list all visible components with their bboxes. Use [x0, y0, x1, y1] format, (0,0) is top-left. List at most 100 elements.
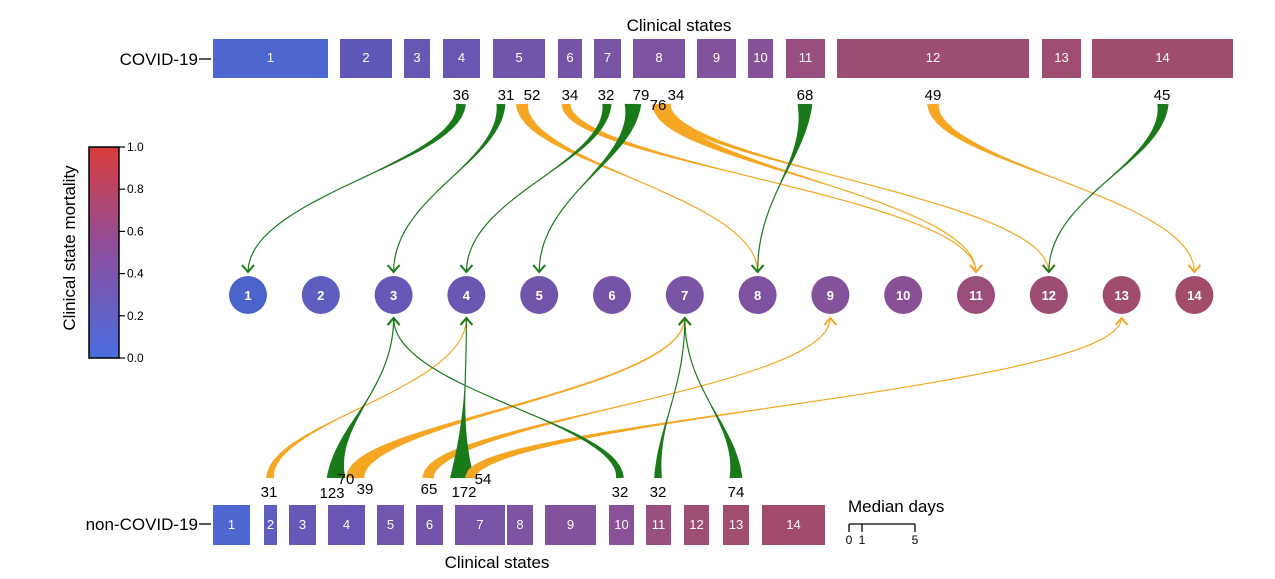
scale-title: Median days [848, 497, 944, 516]
bottom-state-label-14: 14 [786, 517, 800, 532]
bottom-transition-count: 31 [261, 484, 278, 501]
bottom-state-bar-14 [762, 505, 825, 545]
state-node-10 [884, 276, 923, 314]
legend-tick-label: 0.2 [127, 309, 144, 323]
state-node-11 [957, 276, 995, 314]
bottom-state-bar-6 [416, 505, 443, 545]
top-transition-count: 76 [650, 97, 667, 114]
bottom-state-bar-5 [377, 505, 404, 545]
top-state-label-14: 14 [1155, 50, 1169, 65]
transition-link-top-0 [247, 103, 466, 272]
state-node-14 [1175, 276, 1214, 314]
scale-label-1: 1 [859, 533, 866, 547]
transition-link-top-10 [1048, 103, 1169, 273]
state-node-1 [229, 276, 267, 314]
scale-label-5: 5 [912, 533, 919, 547]
state-node-label-4: 4 [463, 288, 471, 303]
transition-link-bottom-1 [326, 318, 395, 479]
state-node-9 [811, 276, 850, 314]
bottom-state-bar-3 [289, 505, 316, 545]
transition-links [241, 103, 1202, 479]
transition-arrowhead-top-4 [459, 264, 474, 274]
top-state-label-12: 12 [926, 50, 940, 65]
top-state-bar-3 [404, 39, 430, 78]
transition-arrowhead-top-10 [1042, 264, 1056, 274]
transition-link-bottom-9 [684, 318, 743, 479]
state-node-13 [1102, 276, 1141, 314]
bottom-transition-count: 39 [357, 481, 374, 498]
top-state-label-9: 9 [713, 50, 720, 65]
top-state-label-6: 6 [566, 50, 573, 65]
top-state-bar-6 [558, 39, 582, 78]
state-node-label-8: 8 [754, 288, 761, 303]
state-node-label-7: 7 [681, 288, 688, 303]
top-state-bar-13 [1042, 39, 1081, 78]
top-state-bar-8 [633, 39, 685, 78]
top-state-label-8: 8 [655, 50, 662, 65]
transition-arrowhead-top-8 [750, 264, 765, 274]
top-row-label: COVID-19 [120, 50, 198, 69]
bottom-transition-count: 74 [728, 484, 745, 501]
state-node-2 [301, 276, 340, 314]
top-transition-count: 52 [524, 87, 541, 104]
top-state-label-1: 1 [267, 50, 274, 65]
top-state-label-10: 10 [753, 50, 767, 65]
top-transition-count: 34 [562, 87, 579, 104]
top-axis-title: Clinical states [627, 16, 732, 35]
transition-link-top-5 [538, 103, 642, 273]
transition-link-top-2 [515, 103, 759, 272]
transition-link-top-7 [661, 103, 1050, 272]
bottom-state-label-11: 11 [652, 517, 666, 532]
bottom-state-label-13: 13 [729, 517, 743, 532]
top-state-label-5: 5 [515, 50, 522, 65]
state-node-8 [738, 276, 777, 314]
bottom-state-label-2: 2 [267, 517, 274, 532]
bottom-state-label-8: 8 [516, 517, 523, 532]
state-node-label-9: 9 [827, 288, 834, 303]
top-transition-count: 31 [498, 87, 515, 104]
top-transition-count: 34 [668, 87, 685, 104]
top-state-bar-11 [786, 39, 825, 78]
bottom-state-label-9: 9 [567, 517, 574, 532]
transition-link-bottom-8 [654, 318, 686, 478]
mortality-colorbar [88, 146, 120, 359]
bottom-state-bar-12 [684, 505, 709, 545]
transition-arrowhead-top-1 [386, 264, 401, 274]
top-transition-count: 45 [1154, 87, 1171, 104]
legend-tick-label: 0.6 [127, 224, 144, 238]
transition-link-top-6 [651, 103, 977, 272]
transition-arrowhead-bottom-4 [823, 316, 838, 326]
top-state-bar-7 [594, 39, 621, 78]
top-state-bar-5 [493, 39, 545, 78]
bottom-transition-count: 172 [451, 484, 476, 501]
legend-title: Clinical state mortality [60, 165, 79, 331]
median-days-scale: Median days 0 1 5 [846, 497, 945, 547]
top-state-label-11: 11 [799, 50, 813, 65]
top-state-label-2: 2 [362, 50, 369, 65]
bottom-state-bar-7 [455, 505, 505, 545]
state-node-label-11: 11 [969, 288, 983, 303]
transition-arrowhead-top-9 [1187, 264, 1202, 274]
bottom-state-bar-13 [723, 505, 749, 545]
bottom-transition-count: 54 [475, 471, 492, 488]
transition-link-bottom-3 [355, 318, 686, 479]
state-node-5 [520, 276, 559, 314]
state-node-label-2: 2 [317, 288, 324, 303]
transition-link-bottom-4 [422, 318, 831, 479]
transition-link-bottom-5 [450, 318, 474, 478]
top-transition-count: 68 [797, 87, 814, 104]
bottom-transition-count: 123 [319, 485, 344, 502]
bottom-state-bar-10 [609, 505, 634, 545]
transition-arrowhead-bottom-6 [1114, 316, 1129, 326]
top-state-bar-12 [837, 39, 1029, 78]
bottom-transition-count: 32 [650, 484, 667, 501]
state-node-6 [593, 276, 631, 314]
transition-arrowhead-top-5 [532, 264, 546, 274]
top-state-label-3: 3 [413, 50, 420, 65]
transition-arrowhead-bottom-9 [678, 316, 692, 326]
top-state-label-4: 4 [458, 50, 465, 65]
